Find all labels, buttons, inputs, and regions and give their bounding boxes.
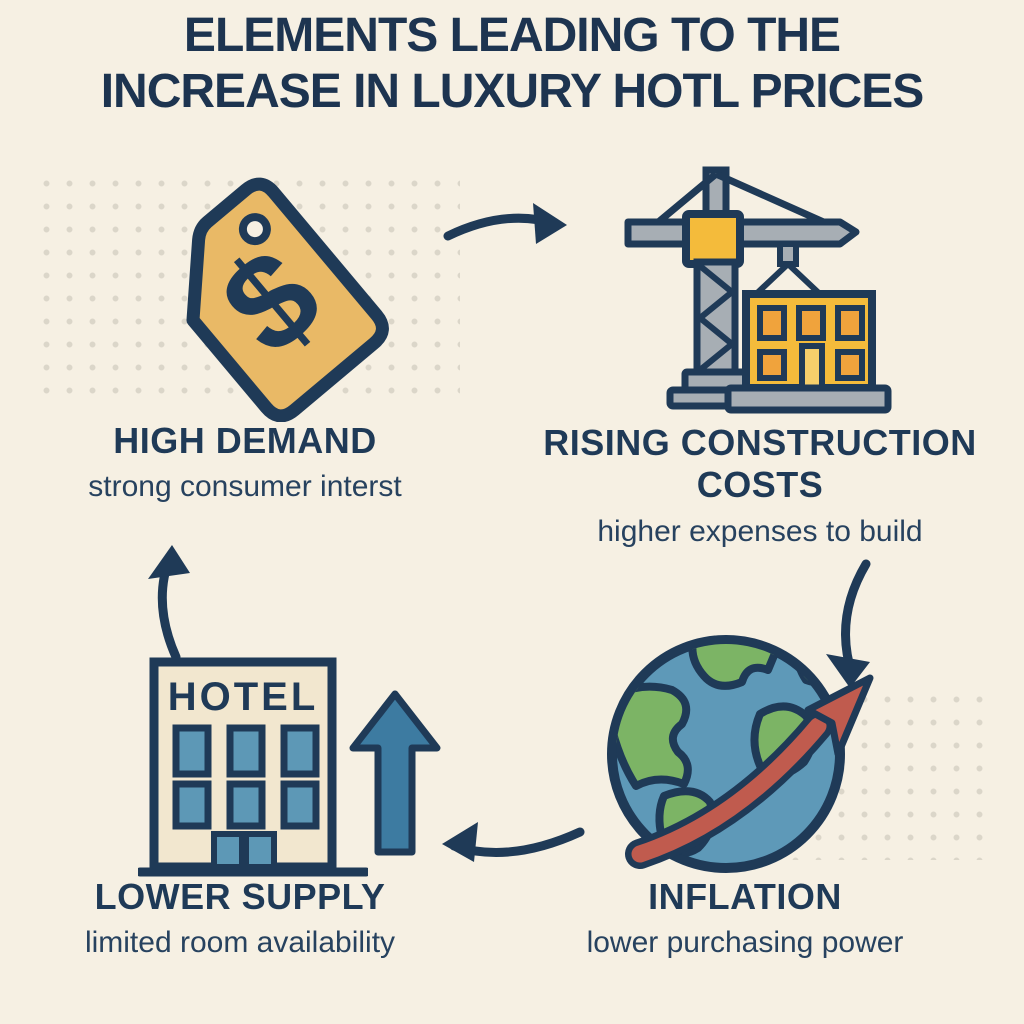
page-title-line2: INCREASE IN LUXURY HOTL PRICES — [100, 64, 925, 118]
inflation-label: INFLATION — [648, 876, 842, 917]
curved-arrow-right-icon — [443, 203, 567, 244]
section-lower-supply: LOWER SUPPLY limited room availability — [20, 876, 460, 960]
rising-costs-label: RISING CONSTRUCTION COSTS — [543, 422, 977, 506]
curved-arrow-left-icon — [442, 822, 585, 862]
section-rising-construction-costs: RISING CONSTRUCTION COSTS higher expense… — [522, 422, 998, 549]
curved-arrow-up-icon — [148, 545, 190, 662]
section-high-demand: HIGH DEMAND strong consumer interst — [30, 420, 460, 504]
lower-supply-label: LOWER SUPPLY — [94, 876, 386, 917]
curved-arrow-down-icon — [826, 559, 871, 688]
high-demand-label: HIGH DEMAND — [113, 420, 377, 461]
hotel-building-icon: HOTEL — [138, 657, 368, 877]
inflation-sublabel: lower purchasing power — [586, 926, 904, 960]
globe-rising-inflation-icon — [607, 635, 874, 873]
section-inflation: INFLATION lower purchasing power — [525, 876, 965, 960]
lower-supply-sublabel: limited room availability — [84, 926, 396, 960]
construction-crane-icon — [624, 166, 892, 414]
up-arrow-icon — [349, 690, 441, 856]
rising-costs-sublabel: higher expenses to build — [597, 514, 923, 548]
page-title: ELEMENTS LEADING TO THE INCREASE IN LUXU… — [0, 8, 1024, 119]
high-demand-sublabel: strong consumer interst — [88, 470, 402, 504]
hotel-sign-text: HOTEL — [168, 675, 319, 719]
page-title-line1: ELEMENTS LEADING TO THE — [183, 9, 841, 62]
price-tag-icon: $ — [186, 177, 389, 422]
